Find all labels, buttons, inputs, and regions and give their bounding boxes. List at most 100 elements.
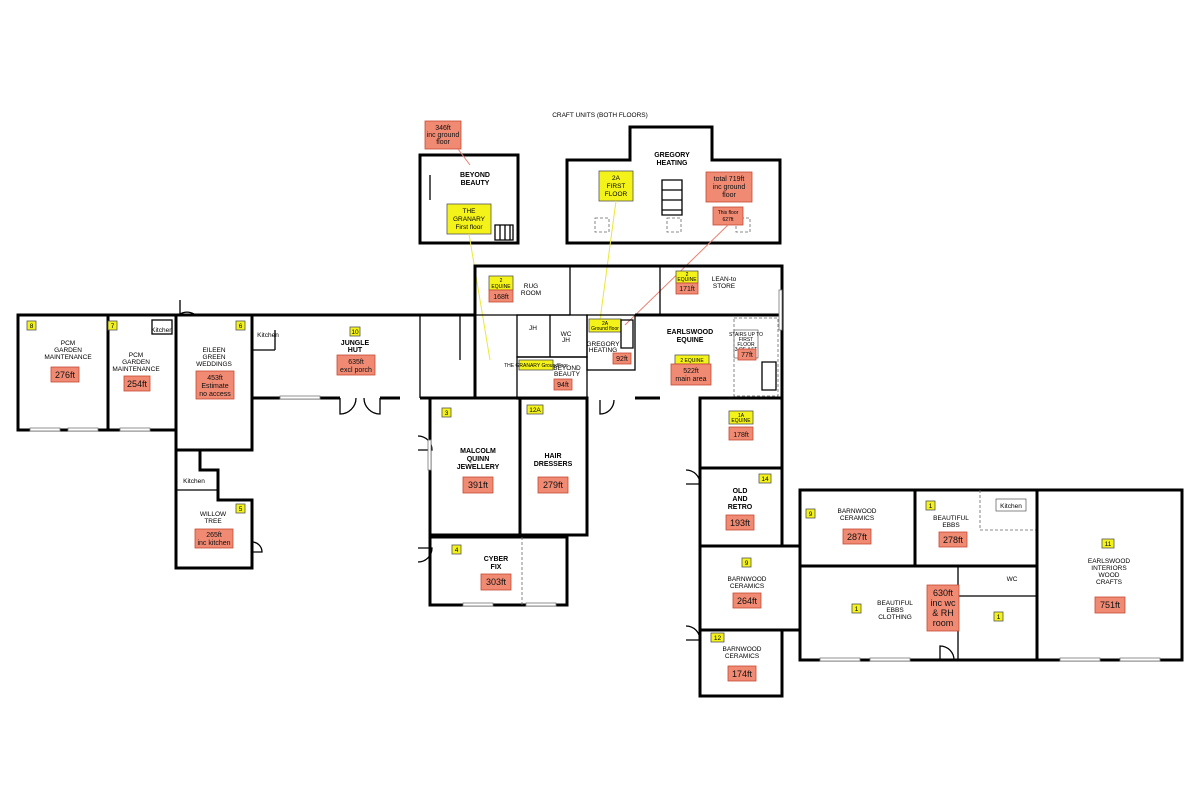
barnwood9-number: 9 bbox=[745, 560, 749, 567]
barnwood12-name-2: CERAMICS bbox=[725, 653, 760, 660]
rug-tag-1: 2 bbox=[500, 278, 503, 284]
stair-note-2: FIRST bbox=[739, 337, 753, 343]
equine-upper-tag-2: EQUINE bbox=[677, 277, 697, 283]
gregory-g-name-2: HEATING bbox=[589, 347, 617, 354]
earlswood-int-name-3: WOOD bbox=[1099, 572, 1120, 579]
unit-old-and-retro[interactable]: 14 OLD AND RETRO 193ft bbox=[698, 466, 784, 548]
barnwood9-area: 264ft bbox=[737, 596, 758, 606]
barnwood-e-name-1: BARNWOOD bbox=[838, 508, 877, 515]
gregory-g-name-1: GREGORY bbox=[586, 341, 620, 348]
barnwood12-name-1: BARNWOOD bbox=[723, 646, 762, 653]
barnwood-e-number: 9 bbox=[809, 511, 813, 518]
unit-beautiful-ebbs-clothing[interactable]: 1 BEAUTIFUL EBBS CLOTHING 630ft inc wc &… bbox=[798, 564, 1039, 662]
gregory-ff-sub-2: 627ft bbox=[722, 217, 734, 223]
eileen-name-1: EILEEN bbox=[202, 347, 225, 354]
unit-malcolm-quinn-jewellery[interactable]: 3 MALCOLM QUINN JEWELLERY 391ft bbox=[428, 396, 522, 537]
unit-pcm-7[interactable]: 7 PCM GARDEN MAINTENANCE 254ft Kitchen bbox=[106, 313, 178, 432]
equine-upper-tag-1: 2 bbox=[686, 272, 689, 278]
unit-equine-upper[interactable]: 2 EQUINE 171ft LEAN-to STORE bbox=[659, 266, 737, 315]
malcolm-area: 391ft bbox=[468, 480, 489, 490]
gregory-ff-area-1: total 719ft bbox=[714, 176, 745, 183]
unit-eileen-green-weddings[interactable]: 6 EILEEN GREEN WEDDINGS 453ft Estimate n… bbox=[174, 313, 254, 452]
eileen-area-2: Estimate bbox=[201, 383, 228, 390]
willow-kitchen-label: Kitchen bbox=[183, 478, 205, 485]
barnwood-e-name-2: CERAMICS bbox=[840, 515, 875, 522]
door-arcs bbox=[179, 300, 955, 661]
unit-barnwood-9[interactable]: 9 BARNWOOD CERAMICS 264ft bbox=[698, 544, 802, 632]
beautiful-ebbs-number: 1 bbox=[929, 503, 933, 510]
wc-block: JH WC JH bbox=[516, 314, 588, 358]
granary-area-note: 346ft inc ground floor bbox=[424, 120, 471, 166]
old-retro-area: 193ft bbox=[730, 518, 751, 528]
equine-1a-tag-2: EQUINE bbox=[731, 418, 751, 424]
earlswood-int-name-4: CRAFTS bbox=[1096, 579, 1123, 586]
jungle-name-2: HUT bbox=[348, 347, 363, 354]
earlswood-int-area: 751ft bbox=[1100, 600, 1121, 610]
beautiful-ebbs-name-2: EBBS bbox=[942, 522, 960, 529]
pcm8-area: 276ft bbox=[55, 370, 76, 380]
pcm8-name-1: PCM bbox=[61, 340, 75, 347]
pcm8-name-3: MAINTENANCE bbox=[44, 354, 92, 361]
unit-cyber-fix[interactable]: 4 CYBER FIX 303ft bbox=[428, 535, 569, 607]
jh-label: JH bbox=[529, 325, 537, 332]
earlswood-eq-name-1: EARLSWOOD bbox=[667, 329, 713, 336]
jungle-area-2: excl porch bbox=[340, 367, 372, 374]
gregory-ff-sub-1: This floor bbox=[718, 210, 739, 216]
unit-pcm-8[interactable]: 8 PCM GARDEN MAINTENANCE 276ft bbox=[16, 313, 110, 432]
equine-1a-tag-1: 1A bbox=[738, 413, 745, 419]
beautiful-ebbs-area: 278ft bbox=[943, 535, 964, 545]
ebbs-clothing-number-2: 1 bbox=[997, 614, 1001, 621]
ebbs-wc-label: WC bbox=[1007, 576, 1018, 583]
unit-equine-1a[interactable]: 1A EQUINE 178ft bbox=[698, 396, 784, 470]
ebbs-clothing-area-4: room bbox=[933, 618, 954, 628]
leanto-name-1: LEAN-to bbox=[712, 276, 737, 283]
beyond-g-name-2: BEAUTY bbox=[554, 371, 581, 378]
gregory-ff-tag bbox=[598, 170, 634, 202]
granary-first-floor[interactable]: BEYOND BEAUTY THE GRANARY First floor bbox=[418, 153, 520, 245]
willow-name-1: WILLOW bbox=[200, 511, 227, 518]
stair-note-3: FLOOR bbox=[737, 342, 755, 348]
ebbs-kitchen-label: Kitchen bbox=[1000, 503, 1022, 510]
ebbs-clothing-area-1: 630ft bbox=[933, 588, 954, 598]
unit-earlswood-equine[interactable]: EARLSWOOD EQUINE 2 EQUINE 522ft main are… bbox=[635, 313, 784, 400]
jungle-kitchen-label: Kitchen bbox=[257, 332, 279, 339]
pcm7-number: 7 bbox=[111, 323, 115, 330]
gregory-ff-name-2: HEATING bbox=[657, 160, 689, 167]
malcolm-name-1: MALCOLM bbox=[460, 448, 496, 455]
eileen-number: 6 bbox=[239, 323, 243, 330]
ebbs-clothing-area-3: & RH bbox=[932, 608, 954, 618]
barnwood9-name-1: BARNWOOD bbox=[728, 576, 767, 583]
beyond-g-area: 94ft bbox=[557, 382, 569, 389]
unit-gregory-ground[interactable]: 2A Ground floor GREGORY HEATING 92ft bbox=[586, 314, 636, 371]
eileen-area-3: no access bbox=[199, 391, 231, 398]
unit-earlswood-interiors[interactable]: 11 EARLSWOOD INTERIORS WOOD CRAFTS 751ft bbox=[1035, 488, 1184, 662]
jungle-name-1: JUNGLE bbox=[341, 340, 370, 347]
earlswood-eq-area-1: 522ft bbox=[683, 368, 699, 375]
unit-barnwood-12[interactable]: 12 BARNWOOD CERAMICS 174ft bbox=[698, 628, 784, 698]
granary-tag-3: First floor bbox=[455, 224, 483, 231]
gregory-ff-area-3: floor bbox=[722, 192, 736, 199]
earlswood-eq-area-3: 77ft bbox=[741, 352, 753, 359]
barnwood12-number: 12 bbox=[714, 635, 722, 642]
gregory-first-floor[interactable]: GREGORY HEATING 2A FIRST FLOOR total 719… bbox=[565, 125, 782, 245]
ebbs-clothing-name-3: CLOTHING bbox=[878, 614, 912, 621]
unit-barnwood-east[interactable]: 9 BARNWOOD CERAMICS 287ft bbox=[798, 488, 917, 568]
eileen-name-2: GREEN bbox=[202, 354, 225, 361]
earlswood-eq-tag: 2 EQUINE bbox=[680, 358, 704, 364]
eileen-name-3: WEDDINGS bbox=[196, 361, 232, 368]
unit-rug-room[interactable]: 2 EQUINE RUG ROOM 168ft bbox=[473, 264, 784, 316]
hair-name-2: DRESSERS bbox=[534, 461, 573, 468]
unit-willow-tree[interactable]: Kitchen 5 WILLOW TREE 265ft inc kitchen bbox=[174, 450, 254, 570]
ebbs-clothing-area-2: inc wc bbox=[930, 598, 956, 608]
cyber-number: 4 bbox=[455, 547, 459, 554]
old-retro-number: 14 bbox=[761, 476, 769, 483]
unit-beyond-beauty-ground[interactable]: THE GRANARY Groundfloor BEYOND BEAUTY 94… bbox=[504, 356, 588, 400]
granary-tag-1: THE bbox=[463, 208, 477, 215]
unit-beautiful-ebbs[interactable]: Kitchen 1 BEAUTIFUL EBBS 278ft bbox=[913, 488, 1039, 568]
unit-hair-dressers[interactable]: 12A HAIR DRESSERS 279ft bbox=[518, 396, 589, 537]
malcolm-name-2: QUINN bbox=[467, 456, 490, 463]
beautiful-ebbs-name-1: BEAUTIFUL bbox=[933, 515, 969, 522]
unit-jungle-hut[interactable]: Kitchen 10 JUNGLE HUT 635ft excl porch bbox=[250, 313, 477, 400]
rug-name-2: ROOM bbox=[521, 290, 541, 297]
granary-tag bbox=[446, 203, 492, 235]
